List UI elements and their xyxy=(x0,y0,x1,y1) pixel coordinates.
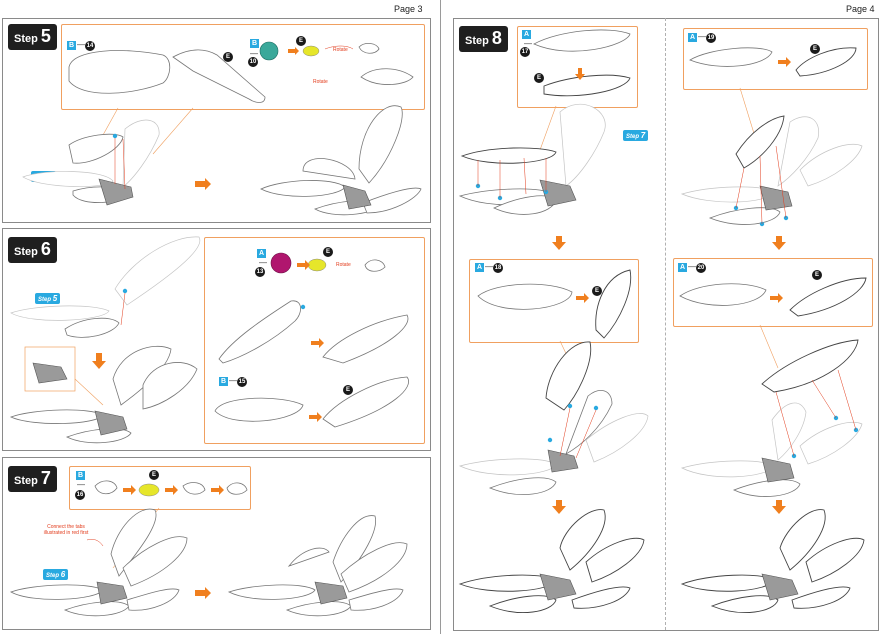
dash-3: — xyxy=(698,32,706,41)
step-6-badge: Step 6 xyxy=(8,237,57,263)
step-number: 7 xyxy=(40,468,51,488)
sheet-e-marker-2: E xyxy=(343,385,353,395)
dash: — xyxy=(524,39,532,48)
step-7-panel: Step 7 B — 16 E Connect the tabs illustr… xyxy=(2,457,431,630)
rotate-label: Rotate xyxy=(336,262,351,268)
step-word: Step xyxy=(14,33,38,45)
step-6-illustration xyxy=(9,236,409,444)
sheet-e-marker: E xyxy=(149,470,159,480)
sheet-e-marker-4: E xyxy=(812,270,822,280)
step-word: Step xyxy=(14,475,38,487)
part-number-10: 10 xyxy=(248,57,258,67)
step-5-illustration xyxy=(22,41,422,216)
step-6-panel: Step 6 A — 13 E Rotate B — 15 E Step 5 xyxy=(2,228,431,451)
part-number-16: 16 xyxy=(75,490,85,500)
sheet-tag-b: B xyxy=(219,377,228,386)
step-ref-word: Step xyxy=(626,134,640,140)
step-6-reference: Step 6 xyxy=(43,569,69,580)
sheet-e-marker: E xyxy=(534,73,544,83)
page-number-right: Page 4 xyxy=(846,4,875,14)
connect-note-line-1: Connect the tabs xyxy=(47,524,85,530)
part-number-14: 14 xyxy=(85,41,95,51)
step-7-illustration xyxy=(10,480,408,617)
step-5-badge: Step 5 xyxy=(8,24,57,50)
part-number-17: 17 xyxy=(520,47,530,57)
dash-2: — xyxy=(229,376,237,385)
sheet-tag-a-3: A xyxy=(688,33,697,42)
sheet-e-marker-2: E xyxy=(223,52,233,62)
sheet-tag-b: B xyxy=(76,471,85,480)
step-7-badge: Step 7 xyxy=(8,466,57,492)
connect-note-line-2: illustrated in red first xyxy=(43,530,89,536)
step-ref-number: 7 xyxy=(640,131,646,140)
step-ref-word: Step xyxy=(46,573,60,579)
part-number-18: 18 xyxy=(493,263,503,273)
dash: — xyxy=(77,480,85,489)
sheet-e-marker: E xyxy=(296,36,306,46)
sheet-tag-b-2: B xyxy=(250,39,259,48)
sheet-e-marker: E xyxy=(323,247,333,257)
step-ref-number: 6 xyxy=(60,570,66,579)
page-number-left: Page 3 xyxy=(394,4,423,14)
step-word: Step xyxy=(14,246,38,258)
step-ref-word: Step xyxy=(38,297,52,303)
connect-tabs-note: Connect the tabs illustrated in red firs… xyxy=(31,524,101,536)
sheet-tag-a: A xyxy=(522,30,531,39)
part-number-15: 15 xyxy=(237,377,247,387)
step-5-panel: Step 5 B — 14 B — 10 E E Rotate Rotate S… xyxy=(2,18,431,223)
step-7-reference: Step 7 xyxy=(623,130,649,141)
sheet-tag-b: B xyxy=(67,41,76,50)
rotate-label-2: Rotate xyxy=(313,79,328,85)
dash-2: — xyxy=(250,49,258,58)
sheet-e-marker-3: E xyxy=(810,44,820,54)
sheet-tag-a: A xyxy=(257,249,266,258)
rotate-label: Rotate xyxy=(333,47,348,53)
column-divider xyxy=(665,18,666,630)
step-ref-number: 5 xyxy=(52,294,58,303)
part-number-19: 19 xyxy=(706,33,716,43)
step-number: 5 xyxy=(40,26,51,46)
sheet-tag-a-2: A xyxy=(475,263,484,272)
step-number: 8 xyxy=(491,28,502,48)
part-number-20: 20 xyxy=(696,263,706,273)
dash-2: — xyxy=(485,262,493,271)
step-8-badge: Step 8 xyxy=(459,26,508,52)
sheet-e-marker-2: E xyxy=(592,286,602,296)
dash: — xyxy=(259,258,267,267)
part-number-13: 13 xyxy=(255,267,265,277)
step-word: Step xyxy=(465,35,489,47)
dash: — xyxy=(77,40,85,49)
step-5-reference: Step 5 xyxy=(35,293,61,304)
dash-4: — xyxy=(688,262,696,271)
page-divider xyxy=(440,0,441,634)
step-number: 6 xyxy=(40,239,51,259)
sheet-tag-a-4: A xyxy=(678,263,687,272)
